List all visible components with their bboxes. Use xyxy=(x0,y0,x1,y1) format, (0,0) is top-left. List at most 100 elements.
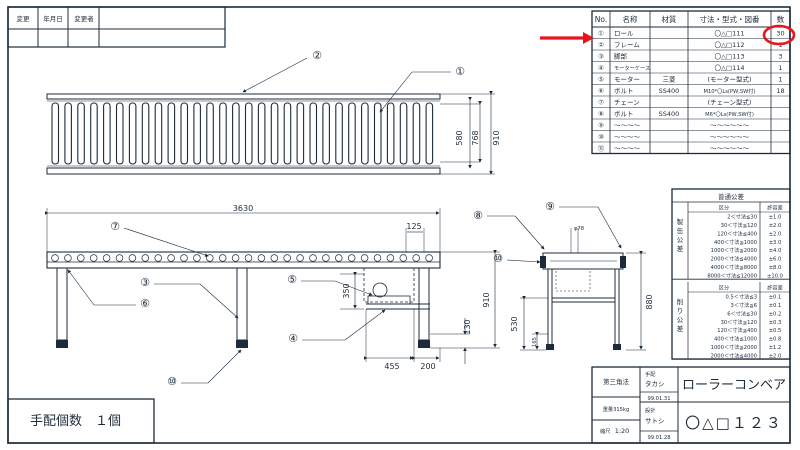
tolerance-row: 30＜寸法≦120 ±0.3 xyxy=(721,318,782,326)
tolerance-range: 30＜寸法≦120 xyxy=(721,318,757,326)
parts-header-name: 名称 xyxy=(623,14,638,24)
plan-roller xyxy=(232,102,240,165)
parts-cell-name: モーター xyxy=(614,75,640,84)
title-block: 第三角法 重量315kg 縮尺 1:20 手配 タカシ 99.01.31 設計 … xyxy=(591,366,791,444)
plan-roller xyxy=(206,102,214,165)
parts-row: ⑨～～～～～～～～～～ xyxy=(598,122,749,130)
side-roller xyxy=(77,254,85,262)
plan-roller xyxy=(244,102,253,165)
side-roller xyxy=(335,254,343,262)
side-roller xyxy=(309,254,317,262)
tolerance-title: 普通公差 xyxy=(718,192,745,201)
callout-9: ⑨ xyxy=(545,200,555,213)
drawing-number: 〇△□１２３ xyxy=(685,414,783,432)
parts-row: ⑩～～～～～～～～～～ xyxy=(598,133,749,141)
tolerance-value: ±10.0 xyxy=(767,273,783,279)
plan-roller xyxy=(103,102,111,165)
callouts: ② ① ⑦ ③ ⑥ ⑤ ④ ⑩ ⑧ ⑨ ⑩ xyxy=(67,49,622,388)
plan-roller xyxy=(257,102,266,165)
tolerance-range: 0.5＜寸法≦3 xyxy=(726,293,757,301)
side-roller xyxy=(51,254,59,262)
tolerance-cut-tol-header: 許容差 xyxy=(767,284,783,292)
parts-header-spec: 寸法・型式・図番 xyxy=(700,14,760,24)
plan-roller xyxy=(51,102,60,165)
tolerance-range: 2＜寸法≦30 xyxy=(727,213,757,221)
parts-cell-spec: ～～～～～～ xyxy=(710,133,750,141)
parts-cell-name: ～～～～ xyxy=(614,145,641,153)
plan-roller xyxy=(154,102,163,165)
side-roller xyxy=(244,254,253,262)
callout-10-end: ⑩ xyxy=(493,252,503,265)
tolerance-value: ±0.1 xyxy=(769,295,782,301)
parts-cell-name: ～～～～ xyxy=(614,133,641,141)
tolerance-range: 30＜寸法≦120 xyxy=(721,221,757,229)
side-roller xyxy=(386,254,395,262)
parts-cell-no: ⑪ xyxy=(598,145,605,153)
tolerance-row: 8000＜寸法≦12000±10.0 xyxy=(707,271,783,279)
tolerance-value: ±2.0 xyxy=(769,353,782,359)
parts-cell-no: ⑩ xyxy=(598,133,604,141)
tolerance-row: 2000＜寸法≦4000±2.0 xyxy=(711,351,782,359)
projection-label: 第三角法 xyxy=(603,377,630,386)
tolerance-range: 400＜寸法≦1000 xyxy=(714,335,757,343)
tolerance-value: ±2.0 xyxy=(769,223,782,229)
rev-header-date: 年月日 xyxy=(43,14,63,23)
tolerance-machined-range-header: 区分 xyxy=(719,204,729,212)
parts-header-no: No. xyxy=(595,15,607,24)
parts-cell-spec: 〇△□113 xyxy=(714,53,744,61)
tolerance-row: 4000＜寸法≦8000±8.0 xyxy=(711,263,782,271)
parts-cell-no: ① xyxy=(598,30,604,38)
plan-roller xyxy=(386,102,395,165)
side-roller xyxy=(167,254,175,262)
tolerance-value: ±0.5 xyxy=(769,328,782,334)
side-roller xyxy=(270,254,279,262)
scale-value: 1:20 xyxy=(615,427,630,435)
side-roller xyxy=(373,254,382,262)
tolerance-value: ±1.2 xyxy=(769,345,782,351)
tolerance-table: 普通公差区分許容差製缶公差2＜寸法≦30±1.030＜寸法≦120±2.0120… xyxy=(671,188,791,360)
side-roller xyxy=(115,254,124,262)
plan-roller xyxy=(115,102,124,165)
parts-cell-qty: 18 xyxy=(776,87,784,95)
dim-910-side: 910 xyxy=(482,292,491,307)
drafter-name: タカシ xyxy=(645,379,665,388)
callout-7: ⑦ xyxy=(110,220,120,233)
dim-3630: 3630 xyxy=(233,204,253,213)
tolerance-range: 1000＜寸法≦2000 xyxy=(711,246,757,254)
dim-350: 350 xyxy=(342,283,351,298)
tolerance-value: ±8.0 xyxy=(769,265,782,271)
parts-cell-name: ～～～～ xyxy=(614,122,641,130)
side-roller xyxy=(128,254,137,262)
tolerance-row: 30＜寸法≦120 ±2.0 xyxy=(721,221,782,229)
plan-roller xyxy=(373,102,382,165)
tolerance-row: 1000＜寸法≦2000±4.0 xyxy=(711,246,782,254)
parts-cell-no: ⑥ xyxy=(598,87,604,95)
tolerance-range: 120＜寸法≦400 xyxy=(717,326,757,334)
designer-name: サトシ xyxy=(645,417,665,425)
callout-1: ① xyxy=(455,65,465,78)
callout-5: ⑤ xyxy=(287,273,297,286)
tolerance-row: 400＜寸法≦1000±0.8 xyxy=(714,335,781,343)
parts-cell-name: チェーン xyxy=(614,99,640,107)
parts-cell-material: SS400 xyxy=(659,87,680,95)
parts-cell-material: SS400 xyxy=(659,110,680,118)
parts-cell-spec: ～～～～～～ xyxy=(710,145,750,153)
callout-8: ⑧ xyxy=(473,209,483,222)
dim-phi78: φ78 xyxy=(574,226,584,232)
tolerance-row: 120＜寸法≦400 ±0.5 xyxy=(717,326,781,334)
plan-roller xyxy=(270,102,279,165)
parts-cell-spec: M6*〇Ls(PW,SW付) xyxy=(705,110,754,118)
parts-cell-spec: (モーター型式) xyxy=(707,75,751,84)
tolerance-row: 1000＜寸法≦2000±1.2 xyxy=(711,343,782,351)
dim-200: 200 xyxy=(420,362,435,371)
side-roller xyxy=(399,254,408,262)
tolerance-value: ±0.3 xyxy=(769,320,782,326)
side-view: 3630 125 350 910 130 xyxy=(45,204,500,371)
dim-165: 165 xyxy=(532,337,538,347)
tolerance-cut-range-header: 区分 xyxy=(719,284,729,292)
side-roller xyxy=(180,254,188,262)
dim-530: 530 xyxy=(510,316,519,331)
side-roller xyxy=(322,254,330,262)
